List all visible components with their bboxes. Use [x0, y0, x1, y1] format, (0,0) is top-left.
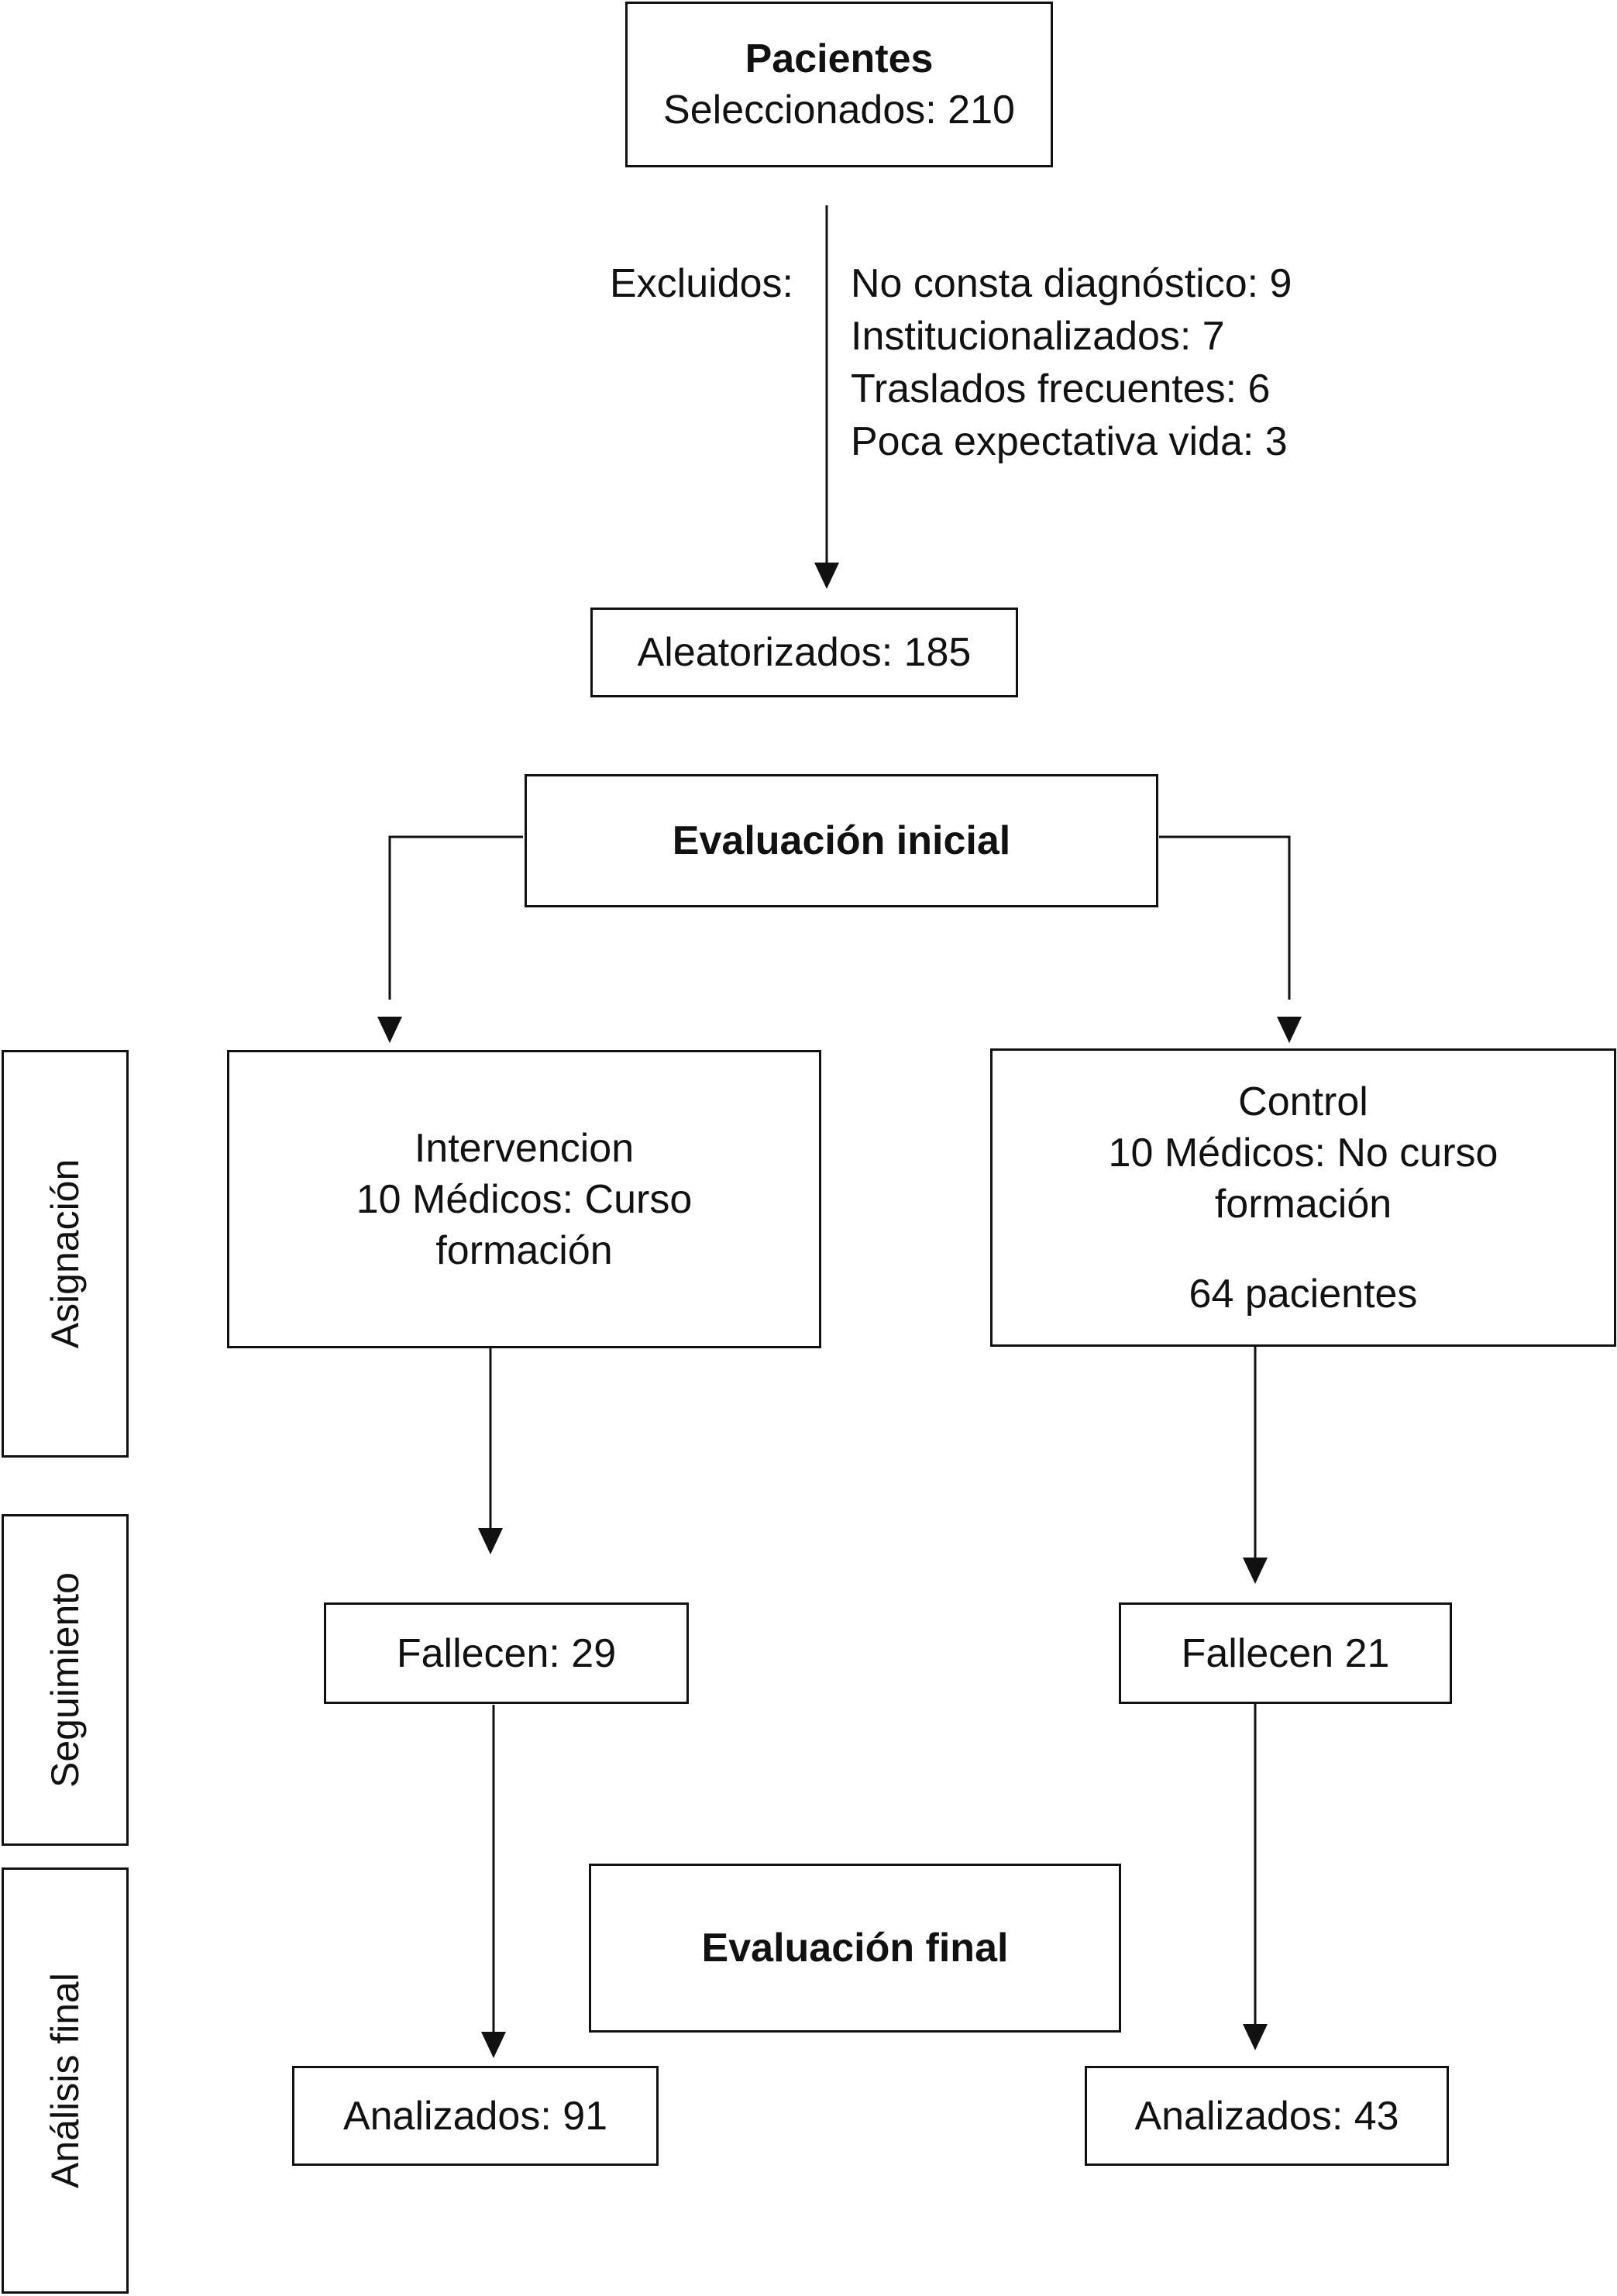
phase-follow-up-label: Seguimiento	[43, 1572, 87, 1788]
phase-assignment: Asignación	[2, 1050, 129, 1458]
exclusion-reason: Traslados frecuentes: 6	[851, 367, 1271, 411]
phase-follow-up: Seguimiento	[2, 1514, 129, 1846]
initial-evaluation-box: Evaluación inicial	[525, 774, 1158, 907]
control-line: 10 Médicos: No curso	[1108, 1130, 1498, 1176]
intervention-line: Intervencion	[414, 1125, 635, 1171]
intervention-line: formación	[435, 1227, 613, 1273]
control-line: Control	[1238, 1079, 1368, 1124]
intervention-line: 10 Médicos: Curso	[356, 1176, 693, 1222]
phase-final-analysis: Análisis final	[2, 1867, 129, 2294]
intervention-analyzed-box: Analizados: 91	[292, 2066, 659, 2166]
control-analyzed-box: Analizados: 43	[1085, 2066, 1449, 2166]
control-deaths-text: Fallecen 21	[1181, 1630, 1390, 1676]
exclusion-reason: Poca expectativa vida: 3	[851, 419, 1288, 464]
intervention-box: Intervencion 10 Médicos: Curso formación	[227, 1050, 821, 1348]
final-evaluation-text: Evaluación final	[701, 1926, 1009, 1971]
arrow-initial-to-control	[1159, 835, 1291, 1000]
initial-evaluation-text: Evaluación inicial	[672, 818, 1011, 863]
phase-final-analysis-label: Análisis final	[43, 1973, 87, 2188]
patients-box: Pacientes Seleccionados: 210	[625, 2, 1053, 167]
intervention-deaths-box: Fallecen: 29	[324, 1602, 689, 1704]
control-line: formación	[1214, 1181, 1392, 1227]
patients-title: Pacientes	[745, 36, 934, 81]
final-evaluation-box: Evaluación final	[589, 1864, 1121, 2033]
control-deaths-box: Fallecen 21	[1119, 1602, 1452, 1704]
exclusion-reason: No consta diagnóstico: 9	[851, 261, 1292, 306]
intervention-analyzed-text: Analizados: 91	[342, 2093, 608, 2139]
randomized-box: Aleatorizados: 185	[590, 608, 1018, 697]
exclusion-reason: Institucionalizados: 7	[851, 314, 1225, 359]
control-box: Control 10 Médicos: No curso formación 6…	[990, 1048, 1616, 1347]
arrow-initial-to-intervention	[388, 835, 523, 1000]
control-analyzed-text: Analizados: 43	[1134, 2093, 1399, 2139]
control-patients: 64 pacientes	[1189, 1271, 1418, 1317]
randomized-text: Aleatorizados: 185	[637, 630, 972, 675]
excluded-label: Excluidos:	[610, 261, 793, 306]
intervention-deaths-text: Fallecen: 29	[396, 1630, 617, 1676]
phase-assignment-label: Asignación	[43, 1158, 87, 1349]
patients-selected: Seleccionados: 210	[663, 88, 1015, 133]
